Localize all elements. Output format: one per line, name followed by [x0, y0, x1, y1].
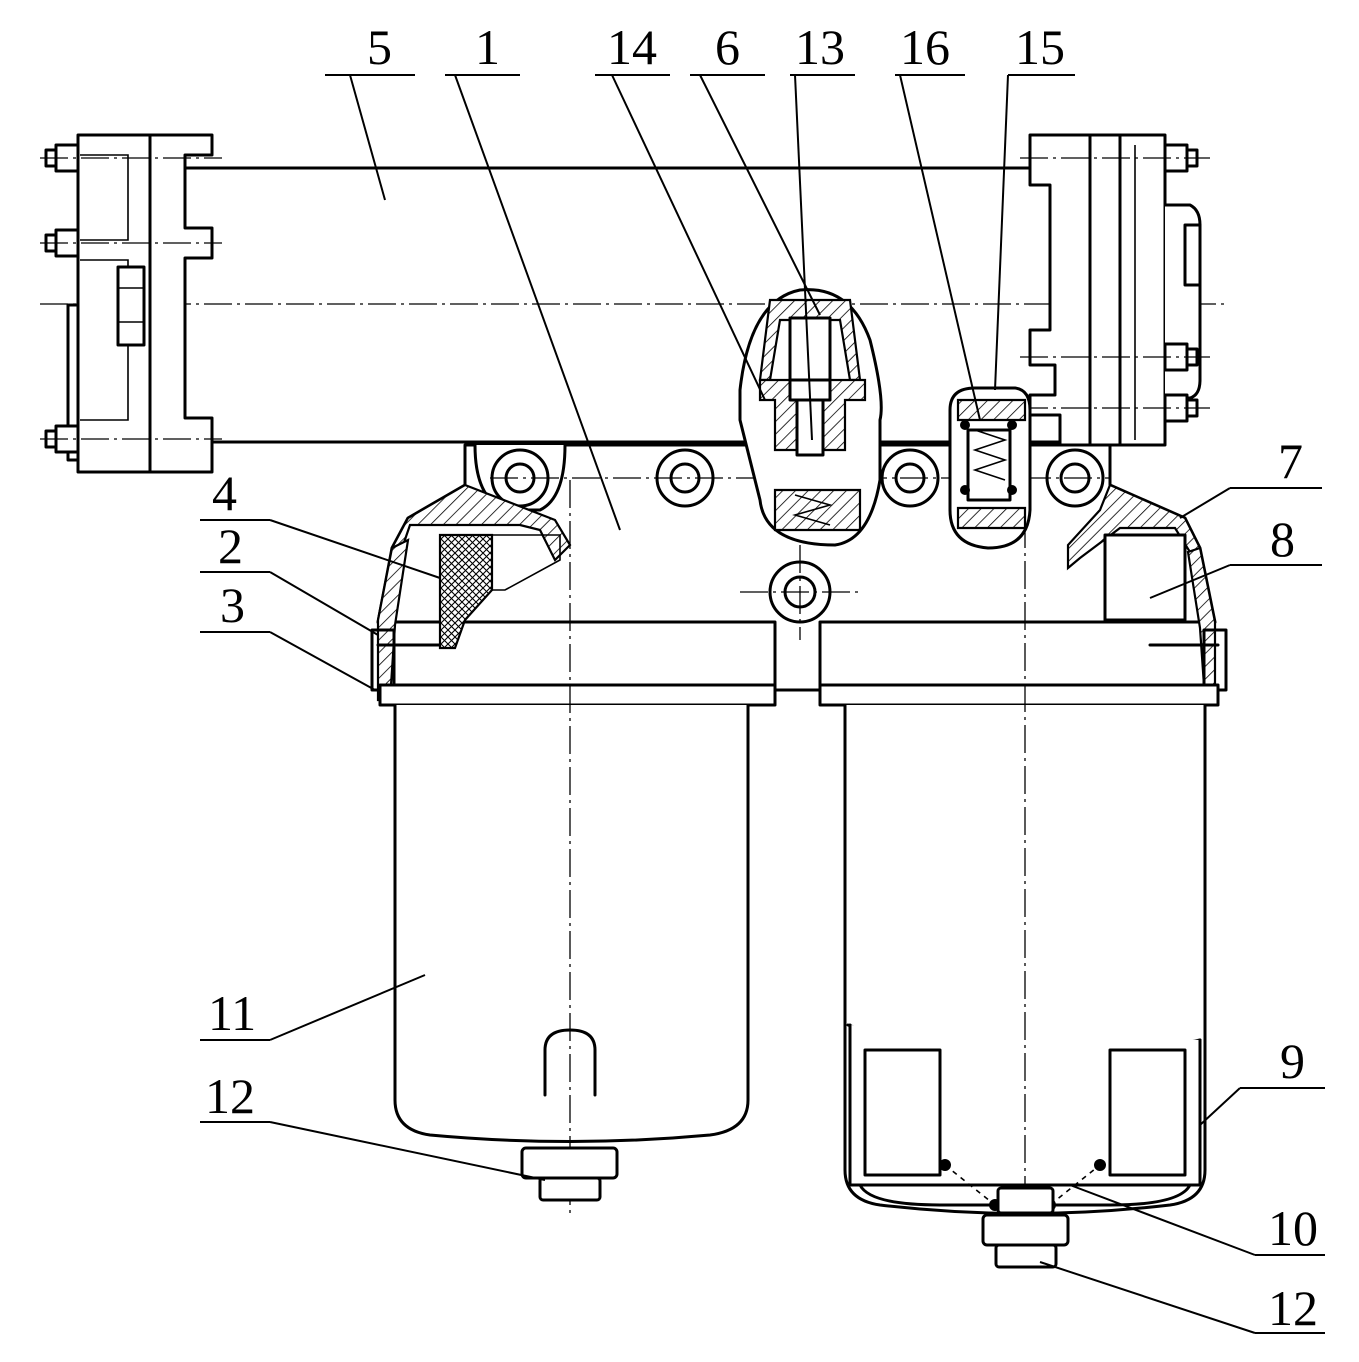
callout-11: 11	[208, 985, 256, 1041]
callout-9: 9	[1280, 1033, 1305, 1089]
bolt-right-bottom	[1020, 393, 1210, 423]
bolt-right-mid	[1020, 342, 1210, 372]
bypass-valve-assembly	[948, 386, 1032, 550]
right-filter-bowl	[843, 520, 1207, 1269]
left-filter-bowl	[393, 480, 750, 1215]
leader-lines	[200, 74, 1325, 1334]
bolt-left-bottom	[40, 424, 222, 454]
bolt-left-top	[40, 143, 222, 173]
callout-3: 3	[220, 577, 245, 633]
drain-plug-right	[981, 1186, 1070, 1269]
callout-8: 8	[1270, 511, 1295, 567]
callout-labels: 5 1 14 6 13 16 15 7 8 4 2 3 11 12 9 10 1…	[205, 19, 1318, 1336]
drain-plug-left	[520, 1146, 619, 1202]
callout-10: 10	[1268, 1200, 1318, 1256]
bolt-right-top	[1020, 143, 1210, 173]
filter-element-top	[1103, 533, 1187, 622]
callout-5: 5	[367, 19, 392, 75]
callout-7: 7	[1278, 433, 1303, 489]
callout-12-left: 12	[205, 1068, 255, 1124]
callout-15: 15	[1015, 19, 1065, 75]
callout-14: 14	[607, 19, 657, 75]
pipe-assembly	[40, 133, 1225, 474]
callout-2: 2	[218, 518, 243, 574]
strainer-mesh	[438, 533, 494, 650]
bolt-left-mid	[40, 228, 222, 258]
callout-4: 4	[212, 465, 237, 521]
callout-12-right: 12	[1268, 1280, 1318, 1336]
callout-13: 13	[795, 19, 845, 75]
callout-1: 1	[475, 19, 500, 75]
callout-6: 6	[715, 19, 740, 75]
callout-16: 16	[900, 19, 950, 75]
